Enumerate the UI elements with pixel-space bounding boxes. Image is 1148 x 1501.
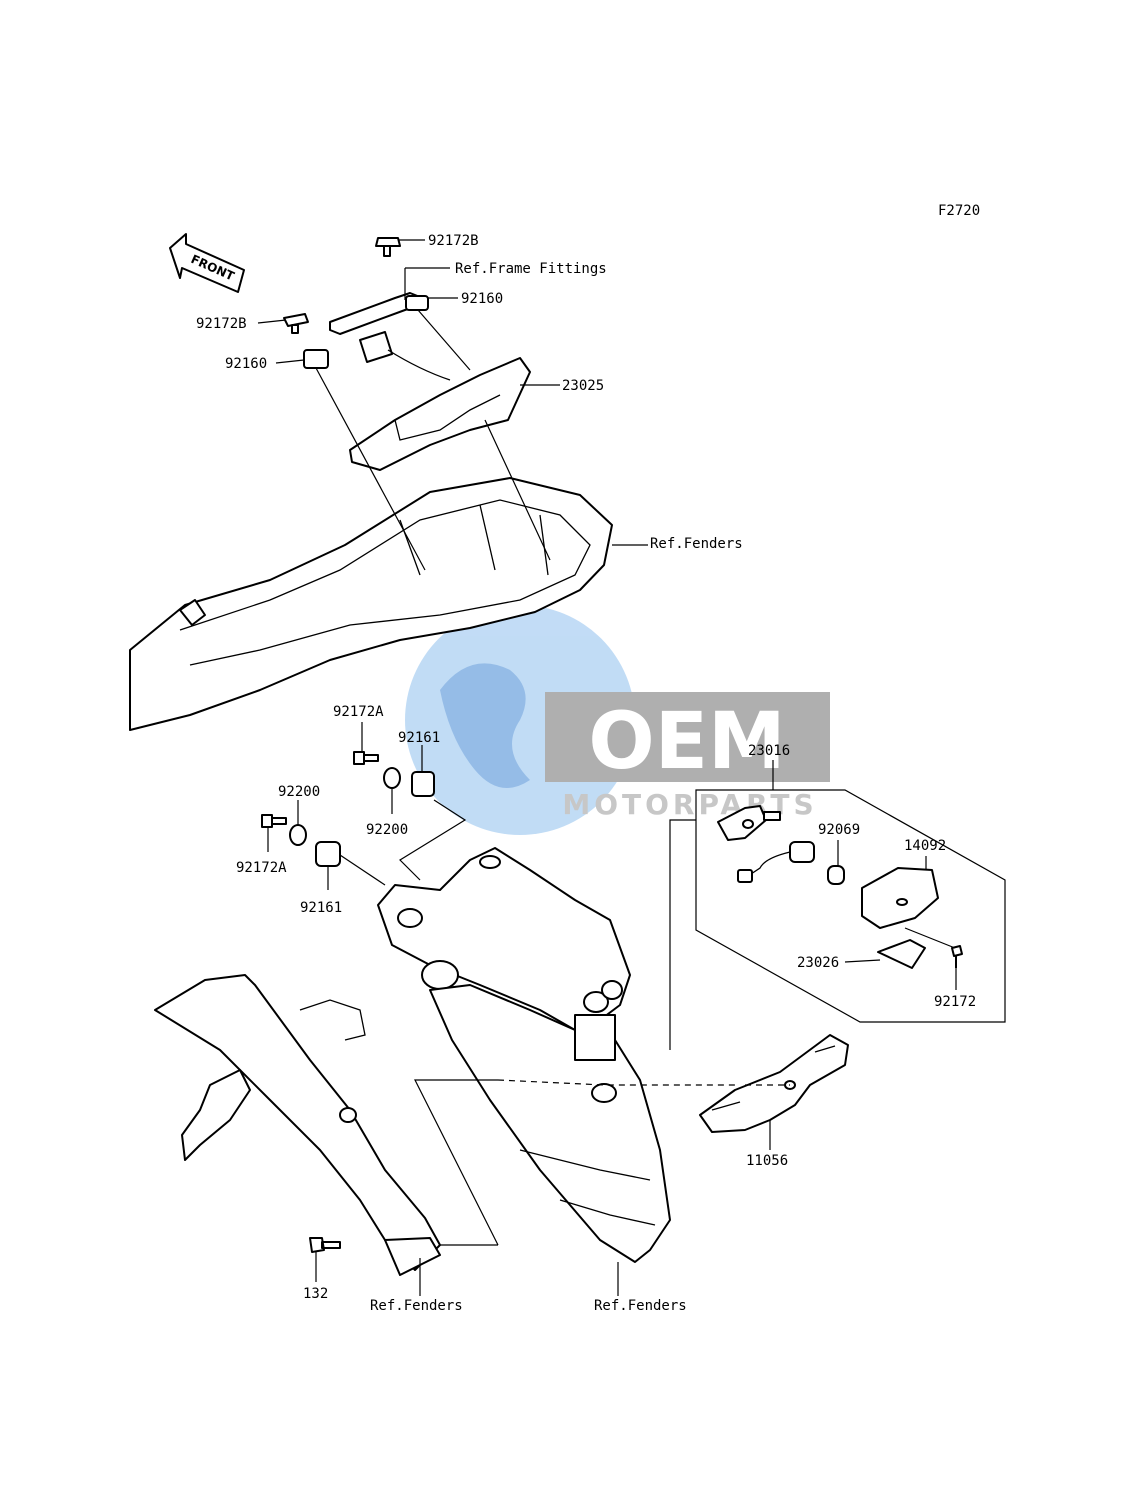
tail-lamp-23025 — [349, 357, 531, 471]
connector-harness — [359, 331, 393, 363]
bolt-92172B-left — [283, 313, 309, 334]
fender-hole-left — [397, 908, 423, 928]
label-92172: 92172 — [934, 994, 976, 1010]
washer-92200-left — [289, 824, 307, 846]
bolt-92172B-top — [375, 237, 401, 257]
label-92172A-left: 92172A — [236, 860, 287, 876]
callout-labels: 92172B Ref.Frame Fittings 92160 92172B 9… — [196, 233, 976, 1314]
front-arrow: FRONT — [169, 233, 245, 293]
rear-cowl-mount — [179, 599, 206, 626]
label-92160-left: 92160 — [225, 356, 267, 372]
label-92172A-top: 92172A — [333, 704, 384, 720]
rear-frame-grab — [181, 1069, 251, 1161]
rear-frame-body — [154, 974, 441, 1271]
fender-plate-mount — [574, 1014, 616, 1061]
assy-line-2 — [417, 309, 551, 561]
assy-line-5 — [669, 819, 696, 1050]
label-ref-fenders-left: Ref.Fenders — [370, 1298, 463, 1314]
label-92200-left: 92200 — [278, 784, 320, 800]
front-arrow-shape — [169, 233, 245, 293]
turn-signal-assembly — [695, 789, 1006, 1023]
watermark-brand: OEM — [588, 697, 785, 787]
grommet-92161-top — [411, 771, 435, 797]
license-bracket-11056 — [699, 1034, 849, 1133]
figure-code: F2720 — [938, 203, 980, 219]
lead-92172B-left — [257, 319, 287, 324]
watermark-continents — [440, 663, 530, 788]
label-11056: 11056 — [746, 1153, 788, 1169]
lens-14092 — [861, 867, 939, 929]
label-92200-right: 92200 — [366, 822, 408, 838]
label-132: 132 — [303, 1286, 328, 1302]
socket-wire — [747, 851, 791, 877]
bolt-132 — [309, 1237, 341, 1253]
fender-plate-hole — [591, 1083, 617, 1103]
license-bracket-body — [699, 1034, 849, 1133]
fender-rib — [519, 1149, 656, 1226]
reflector-23026 — [877, 939, 926, 969]
bulb-92069 — [827, 865, 845, 885]
turn-signal-box — [695, 789, 1006, 1023]
label-92161-top: 92161 — [398, 730, 440, 746]
label-92172B-left: 92172B — [196, 316, 247, 332]
label-14092: 14092 — [904, 838, 946, 854]
turn-signal-stem — [763, 811, 781, 821]
label-92069: 92069 — [818, 822, 860, 838]
label-92161-bottom: 92161 — [300, 900, 342, 916]
label-ref-frame-fittings: Ref.Frame Fittings — [455, 261, 607, 277]
fender-hole-top — [479, 855, 501, 869]
label-92160-right: 92160 — [461, 291, 503, 307]
lead-92160-left — [275, 359, 305, 364]
lead-ref-frame — [404, 267, 450, 300]
washer-92200-right — [383, 767, 401, 789]
label-23026: 23026 — [797, 955, 839, 971]
assy-line-8 — [497, 1079, 735, 1086]
tail-lamp-detail — [394, 394, 501, 441]
rear-fender — [377, 847, 671, 1263]
label-23025: 23025 — [562, 378, 604, 394]
label-ref-fenders-top: Ref.Fenders — [650, 536, 743, 552]
grommet-92160-right — [405, 295, 429, 311]
turn-signal-mount-hole — [742, 819, 754, 829]
assy-line-3 — [339, 854, 386, 886]
fender-hole-side — [421, 960, 459, 990]
rear-frame-foot — [384, 1237, 441, 1276]
lead-23026 — [844, 959, 881, 963]
rear-frame-hook — [299, 999, 366, 1041]
screw-92172 — [951, 945, 963, 968]
label-23016: 23016 — [748, 743, 790, 759]
grommet-92161-bottom — [315, 841, 341, 867]
grommet-92160-left — [303, 349, 329, 369]
assy-line-10 — [904, 927, 956, 949]
bolt-92172A-left — [261, 814, 287, 828]
watermark-brand-block — [545, 692, 830, 782]
leader-lines — [257, 239, 957, 1296]
fender-tube-a — [583, 991, 609, 1013]
assy-line-4 — [399, 799, 467, 881]
socket-body — [789, 841, 815, 863]
lens-screw-hole — [896, 898, 908, 906]
label-92172B-top: 92172B — [428, 233, 479, 249]
label-ref-fenders-right: Ref.Fenders — [594, 1298, 687, 1314]
license-bracket-slot-left — [711, 1101, 741, 1111]
watermark: OEM MOTORPARTS — [405, 605, 830, 835]
socket-connector — [737, 869, 753, 883]
harness-wire — [387, 349, 451, 381]
assy-line-6 — [414, 1079, 499, 1246]
rear-frame-hole — [339, 1107, 357, 1123]
rear-fender-top — [377, 847, 631, 1031]
rear-cowl-inner — [179, 499, 591, 666]
assy-line-1 — [315, 367, 426, 571]
rear-frame-bracket — [154, 974, 441, 1276]
license-bracket-slot-right — [814, 1045, 836, 1053]
bolt-92172A-top — [353, 751, 379, 765]
fasteners-middle — [261, 751, 435, 867]
tail-cover-assembly — [129, 237, 613, 731]
rear-cowl — [129, 477, 613, 731]
fender-tube-b — [601, 980, 623, 1000]
